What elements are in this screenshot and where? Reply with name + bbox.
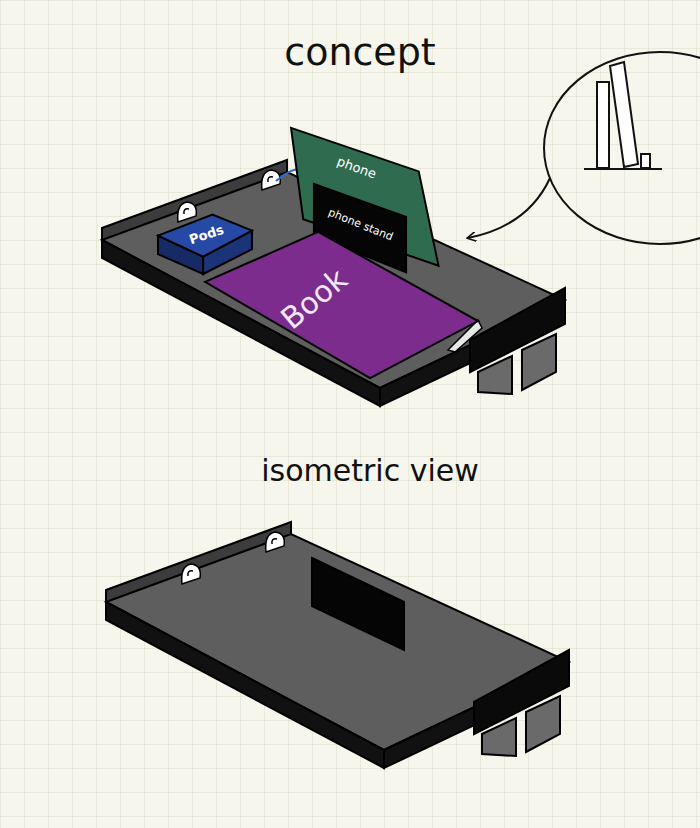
pods-box: Pods <box>158 212 252 274</box>
shelf-drawing <box>106 522 569 768</box>
books-sketch <box>584 62 662 169</box>
title: concept <box>284 30 436 74</box>
view-label: isometric view <box>261 453 479 488</box>
shelf-drawing <box>102 160 565 406</box>
book-shape: Book <box>198 228 482 380</box>
thought-bubble <box>544 52 700 244</box>
phone-stand-piece <box>312 558 404 650</box>
shape-outline <box>198 228 482 380</box>
bubble-tail <box>468 178 550 238</box>
